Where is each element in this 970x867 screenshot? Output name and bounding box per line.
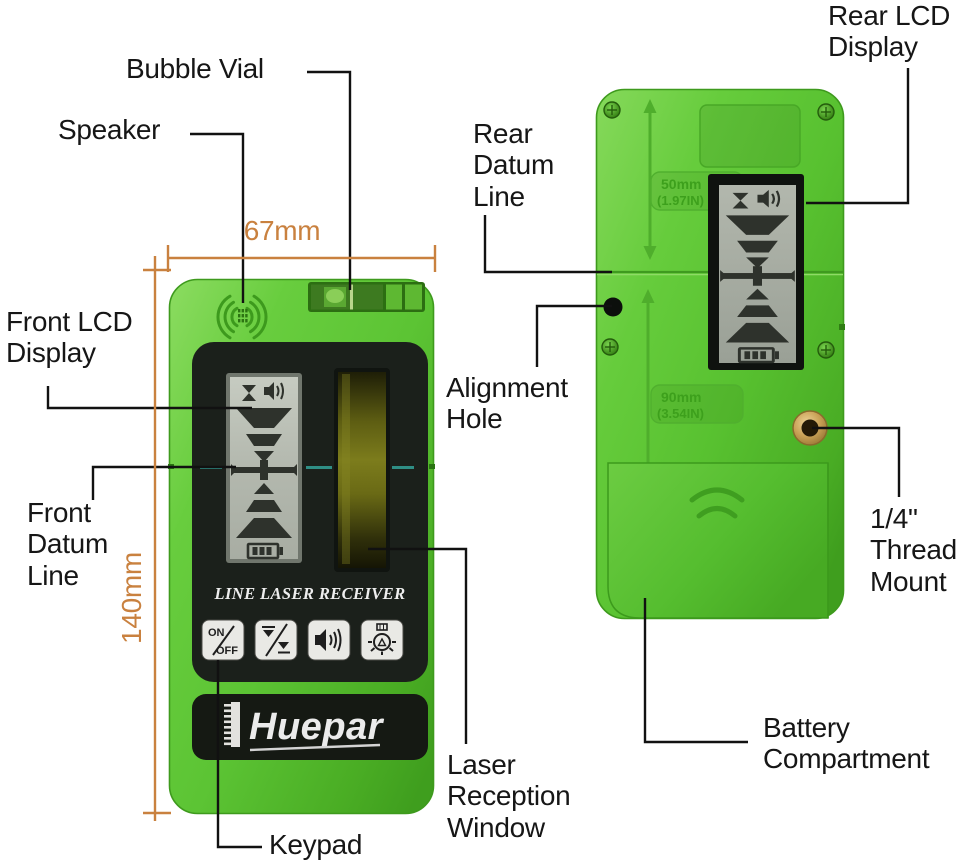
label-laser-window: Laser Reception Window [447, 749, 571, 843]
battery-compartment-door[interactable] [607, 462, 829, 619]
door-grip-arcs [689, 487, 745, 519]
scale-bottom-mm: 90mm [661, 389, 701, 405]
backlight-bulb-icon [368, 623, 396, 655]
scale-top-mm: 50mm [661, 176, 701, 192]
label-bubble-vial: Bubble Vial [126, 53, 264, 84]
label-rear-datum: Rear Datum Line [473, 118, 554, 212]
scale-bottom-in: (3.54IN) [657, 406, 704, 421]
label-alignment-hole: Alignment Hole [446, 372, 568, 435]
front-lcd-icons [231, 382, 297, 560]
rear-lcd-display [708, 174, 804, 370]
volume-button[interactable] [307, 619, 351, 661]
label-rear-lcd: Rear LCD Display [828, 0, 951, 63]
front-view-device: LINE LASER RECEIVER ON OFF [168, 278, 435, 815]
rear-lcd-icons [720, 189, 795, 364]
power-button[interactable]: ON OFF [201, 619, 245, 661]
leader-line-bubble-vial [307, 70, 352, 290]
brand-underline [249, 743, 381, 752]
leader-line-battery [643, 598, 748, 744]
accuracy-button[interactable] [254, 619, 298, 661]
dimension-height-value: 140mm [116, 552, 147, 644]
screw-icons [601, 101, 835, 359]
front-lcd-display [226, 373, 302, 563]
leader-line-speaker [190, 132, 245, 303]
label-front-datum: Front Datum Line [27, 497, 108, 591]
label-thread-mount: 1/4" Thread Mount [870, 503, 957, 597]
label-speaker: Speaker [58, 114, 161, 145]
leader-line-rear-datum [483, 215, 612, 274]
screen-label: LINE LASER RECEIVER [213, 584, 405, 603]
backlight-button[interactable] [360, 619, 404, 661]
leader-line-thread-mount [812, 426, 901, 497]
leader-line-laser-window [368, 547, 468, 744]
label-front-lcd: Front LCD Display [6, 306, 133, 369]
leader-line-front-datum [91, 465, 236, 500]
leader-line-front-lcd [46, 386, 252, 410]
label-keypad: Keypad [269, 829, 363, 860]
power-on-label: ON [208, 627, 225, 639]
brand-logo: Huepar [249, 706, 385, 748]
leader-line-keypad [216, 660, 262, 849]
leader-line-rear-lcd [806, 68, 910, 205]
power-off-label: OFF [216, 645, 238, 657]
dimension-width-value: 67mm [243, 215, 321, 246]
scale-top-in: (1.97IN) [657, 193, 704, 208]
bubble-vial-window [308, 282, 425, 312]
speaker-volume-icon [315, 628, 342, 652]
label-recess [699, 104, 801, 168]
alignment-hole [603, 297, 623, 317]
ruler-icon [224, 702, 240, 747]
speaker-grill-icon [216, 294, 268, 340]
laser-reception-window [334, 368, 390, 572]
accuracy-toggle-icon [262, 623, 290, 657]
leader-line-alignment-hole [535, 304, 612, 367]
brand-logo-panel: Huepar [192, 694, 428, 760]
battery-icon [246, 542, 283, 560]
rear-view-device: 50mm (1.97IN) 90mm (3.54IN) [595, 88, 845, 620]
label-battery: Battery Compartment [763, 712, 930, 775]
